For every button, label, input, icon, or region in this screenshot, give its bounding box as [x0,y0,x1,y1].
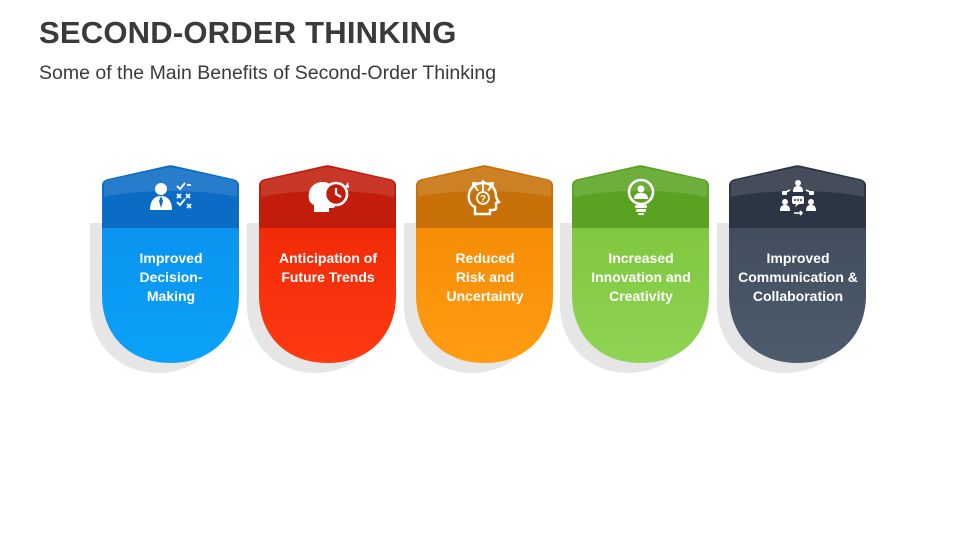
label-line: Risk and [455,269,515,285]
label-line: Anticipation of [279,250,377,266]
benefit-label: Reduced Risk and Uncertainty [420,249,550,306]
card-body [572,220,709,363]
label-line: Improved [766,250,830,266]
label-line: Creativity [609,288,673,304]
benefit-card-reduced-risk: ? Reduced Risk and Uncertainty [404,165,566,375]
label-line: Communication & [738,269,858,285]
label-line: Improved [139,250,203,266]
card-header [416,165,553,228]
benefit-label: Improved Communication & Collaboration [733,249,863,306]
card-body [259,220,396,363]
slide-subtitle: Some of the Main Benefits of Second-Orde… [39,62,497,84]
benefit-card-innovation: Increased Innovation and Creativity [560,165,722,375]
benefit-label: Anticipation of Future Trends [263,249,393,287]
card-body [102,220,239,363]
header-sheen [574,167,707,197]
label-line: Making [146,288,196,304]
benefit-card-decision-making: Improved Decision- Making [90,165,252,375]
benefit-label: Increased Innovation and Creativity [576,249,706,306]
head-question-icon: ? [467,179,502,216]
head-future-icon [308,181,349,212]
label-line: Uncertainty [446,288,524,304]
team-communication-icon [780,180,816,216]
lightbulb-person-icon [627,178,655,215]
label-line: Innovation and [591,269,691,285]
label-line: Future Trends [281,269,375,285]
card-body [729,220,866,363]
decision-strategy-icon [150,182,192,210]
svg-text:?: ? [480,194,486,205]
slide-title: SECOND-ORDER THINKING [39,15,457,50]
label-line: Collaboration [752,288,844,304]
label-line: Increased [608,250,674,266]
card-header [102,165,239,228]
label-line: Decision- [139,269,203,285]
benefit-card-future-trends: Anticipation of Future Trends [247,165,409,375]
label-line: Reduced [455,250,515,266]
header-sheen [261,167,394,197]
header-sheen [104,167,237,197]
card-body [416,220,553,363]
benefit-label: Improved Decision- Making [106,249,236,306]
benefit-card-communication: Improved Communication & Collaboration [717,165,879,375]
